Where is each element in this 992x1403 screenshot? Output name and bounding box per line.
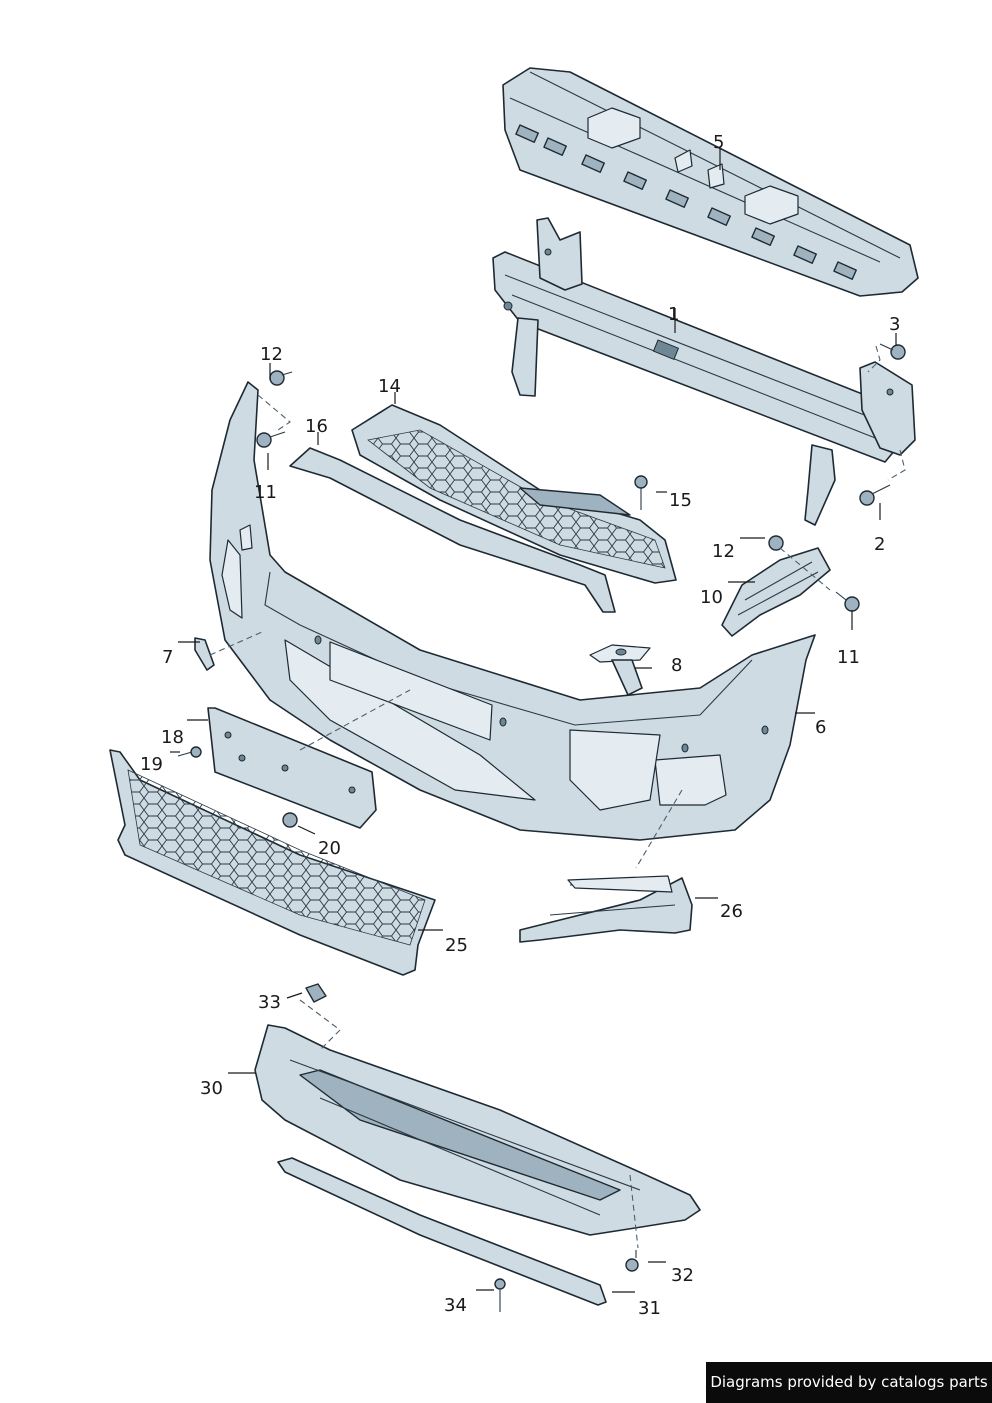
part-3-screw [879,343,906,360]
callout-11-right: 11 [837,647,860,668]
part-2-screw [859,484,891,506]
leader-lines [170,148,897,1293]
callout-2: 2 [874,534,885,555]
part-15-screw [634,475,648,510]
callout-16: 16 [305,416,328,437]
part-14-upper-grille [351,404,677,584]
callout-11-upper: 11 [254,482,277,503]
callout-34: 34 [444,1295,467,1316]
part-16-trim-strip [289,447,616,613]
part-6-bumper-cover [209,381,816,841]
callout-19: 19 [140,754,163,775]
fasteners [177,343,906,1312]
callout-7: 7 [162,647,173,668]
callout-32: 32 [671,1265,694,1286]
credit-banner: Diagrams provided by catalogs parts [706,1362,992,1403]
callout-12-right: 12 [712,541,735,562]
part-31-lower-spoiler [277,1157,607,1306]
callout-10: 10 [700,587,723,608]
part-20-clip [282,812,298,828]
part-11-screw-right [835,591,860,612]
callout-8: 8 [671,655,682,676]
part-12-clip-upper [269,370,293,386]
part-18-licence-plate-holder [207,707,377,829]
part-19-screw [177,746,202,758]
callout-26: 26 [720,901,743,922]
callout-25: 25 [445,935,468,956]
callout-5: 5 [713,132,724,153]
callout-30: 30 [200,1078,223,1099]
part-34-rivet [494,1278,506,1312]
callout-3: 3 [889,314,900,335]
callout-6: 6 [815,717,826,738]
part-25-lower-grille [109,749,436,976]
callout-12-upper: 12 [260,344,283,365]
callout-31: 31 [638,1298,661,1319]
callout-labels: 1 2 3 5 6 7 8 10 11 11 12 12 14 15 16 18… [140,132,900,1319]
part-26-grille-insert [519,875,693,943]
part-8-bracket [589,644,651,696]
part-12-clip-right [768,535,784,551]
part-33-clip-nut [305,983,327,1003]
callout-14: 14 [378,376,401,397]
part-7-cap [194,637,215,671]
part-5-impact-absorber [502,67,919,297]
callout-33: 33 [258,992,281,1013]
alignment-lines [209,345,906,1249]
callout-1: 1 [668,304,679,325]
part-30-underbody-panel [254,1024,701,1236]
part-1-bumper-reinforcement [492,217,916,526]
callout-15: 15 [669,490,692,511]
part-11-screw-upper [256,431,286,448]
callout-18: 18 [161,727,184,748]
part-10-guide-bracket [721,547,831,637]
callout-20: 20 [318,838,341,859]
part-32-screw [625,1250,639,1272]
